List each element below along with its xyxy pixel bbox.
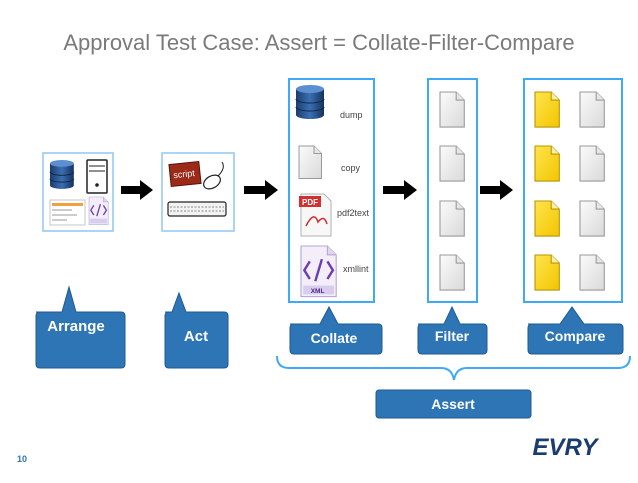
arrange-label: Arrange — [47, 318, 105, 335]
collate-item-copy: copy — [341, 163, 361, 173]
server-icon — [86, 159, 108, 194]
callout-arrange: Arrange — [35, 285, 126, 369]
arrow-act-collate — [244, 180, 278, 200]
script-icon: script — [168, 160, 202, 188]
callout-assert: Assert — [375, 389, 532, 419]
script-badge-text: script — [173, 168, 196, 180]
pdf-badge-text: PDF — [302, 198, 318, 207]
assert-brace — [276, 355, 631, 381]
callout-filter: Filter — [417, 305, 488, 355]
blank-file-icon — [579, 254, 605, 291]
arrow-arrange-act — [121, 180, 153, 200]
yellow-file-icon — [534, 91, 560, 128]
yellow-file-icon — [534, 145, 560, 182]
collate-item-dump: dump — [340, 110, 363, 120]
blank-file-icon — [439, 91, 465, 128]
pdf-file-icon: PDF — [299, 193, 332, 237]
xml-badge-text: XML — [311, 288, 325, 295]
compare-panel — [523, 78, 623, 303]
xml-file-icon — [88, 196, 109, 226]
blank-file-icon — [579, 145, 605, 182]
mouse-icon — [203, 161, 224, 190]
filter-label: Filter — [435, 328, 470, 344]
blank-file-icon — [439, 200, 465, 237]
blank-file-icon — [579, 91, 605, 128]
callout-act: Act — [164, 291, 229, 369]
blank-file-icon — [298, 145, 322, 179]
page-title: Approval Test Case: Assert = Collate-Fil… — [63, 30, 574, 55]
yellow-file-icon — [534, 200, 560, 237]
yellow-file-icon — [534, 254, 560, 291]
form-icon — [49, 199, 86, 226]
blank-file-icon — [439, 254, 465, 291]
blank-file-icon — [439, 145, 465, 182]
collate-label: Collate — [311, 330, 358, 346]
compare-label: Compare — [545, 328, 606, 344]
filter-panel — [427, 78, 478, 303]
arrow-collate-filter — [383, 180, 417, 200]
database-icon — [295, 84, 325, 120]
act-icon-group: script — [161, 152, 235, 232]
blank-file-icon — [579, 200, 605, 237]
assert-label: Assert — [431, 396, 475, 412]
logo-text: EVRY — [533, 434, 600, 461]
collate-panel: dump copy PDF pdf2text XML xmllint — [288, 78, 375, 303]
arrow-filter-compare — [480, 180, 513, 200]
page-number: 10 — [17, 454, 27, 464]
callout-compare: Compare — [527, 306, 624, 355]
collate-item-xmllint: xmllint — [343, 264, 369, 274]
evry-logo: EVRY — [533, 434, 600, 461]
arrange-icon-group — [42, 152, 114, 232]
act-label: Act — [184, 328, 208, 345]
keyboard-icon — [167, 201, 227, 217]
collate-item-pdf2text: pdf2text — [337, 208, 370, 218]
callout-collate: Collate — [289, 305, 383, 355]
database-icon — [49, 159, 75, 190]
